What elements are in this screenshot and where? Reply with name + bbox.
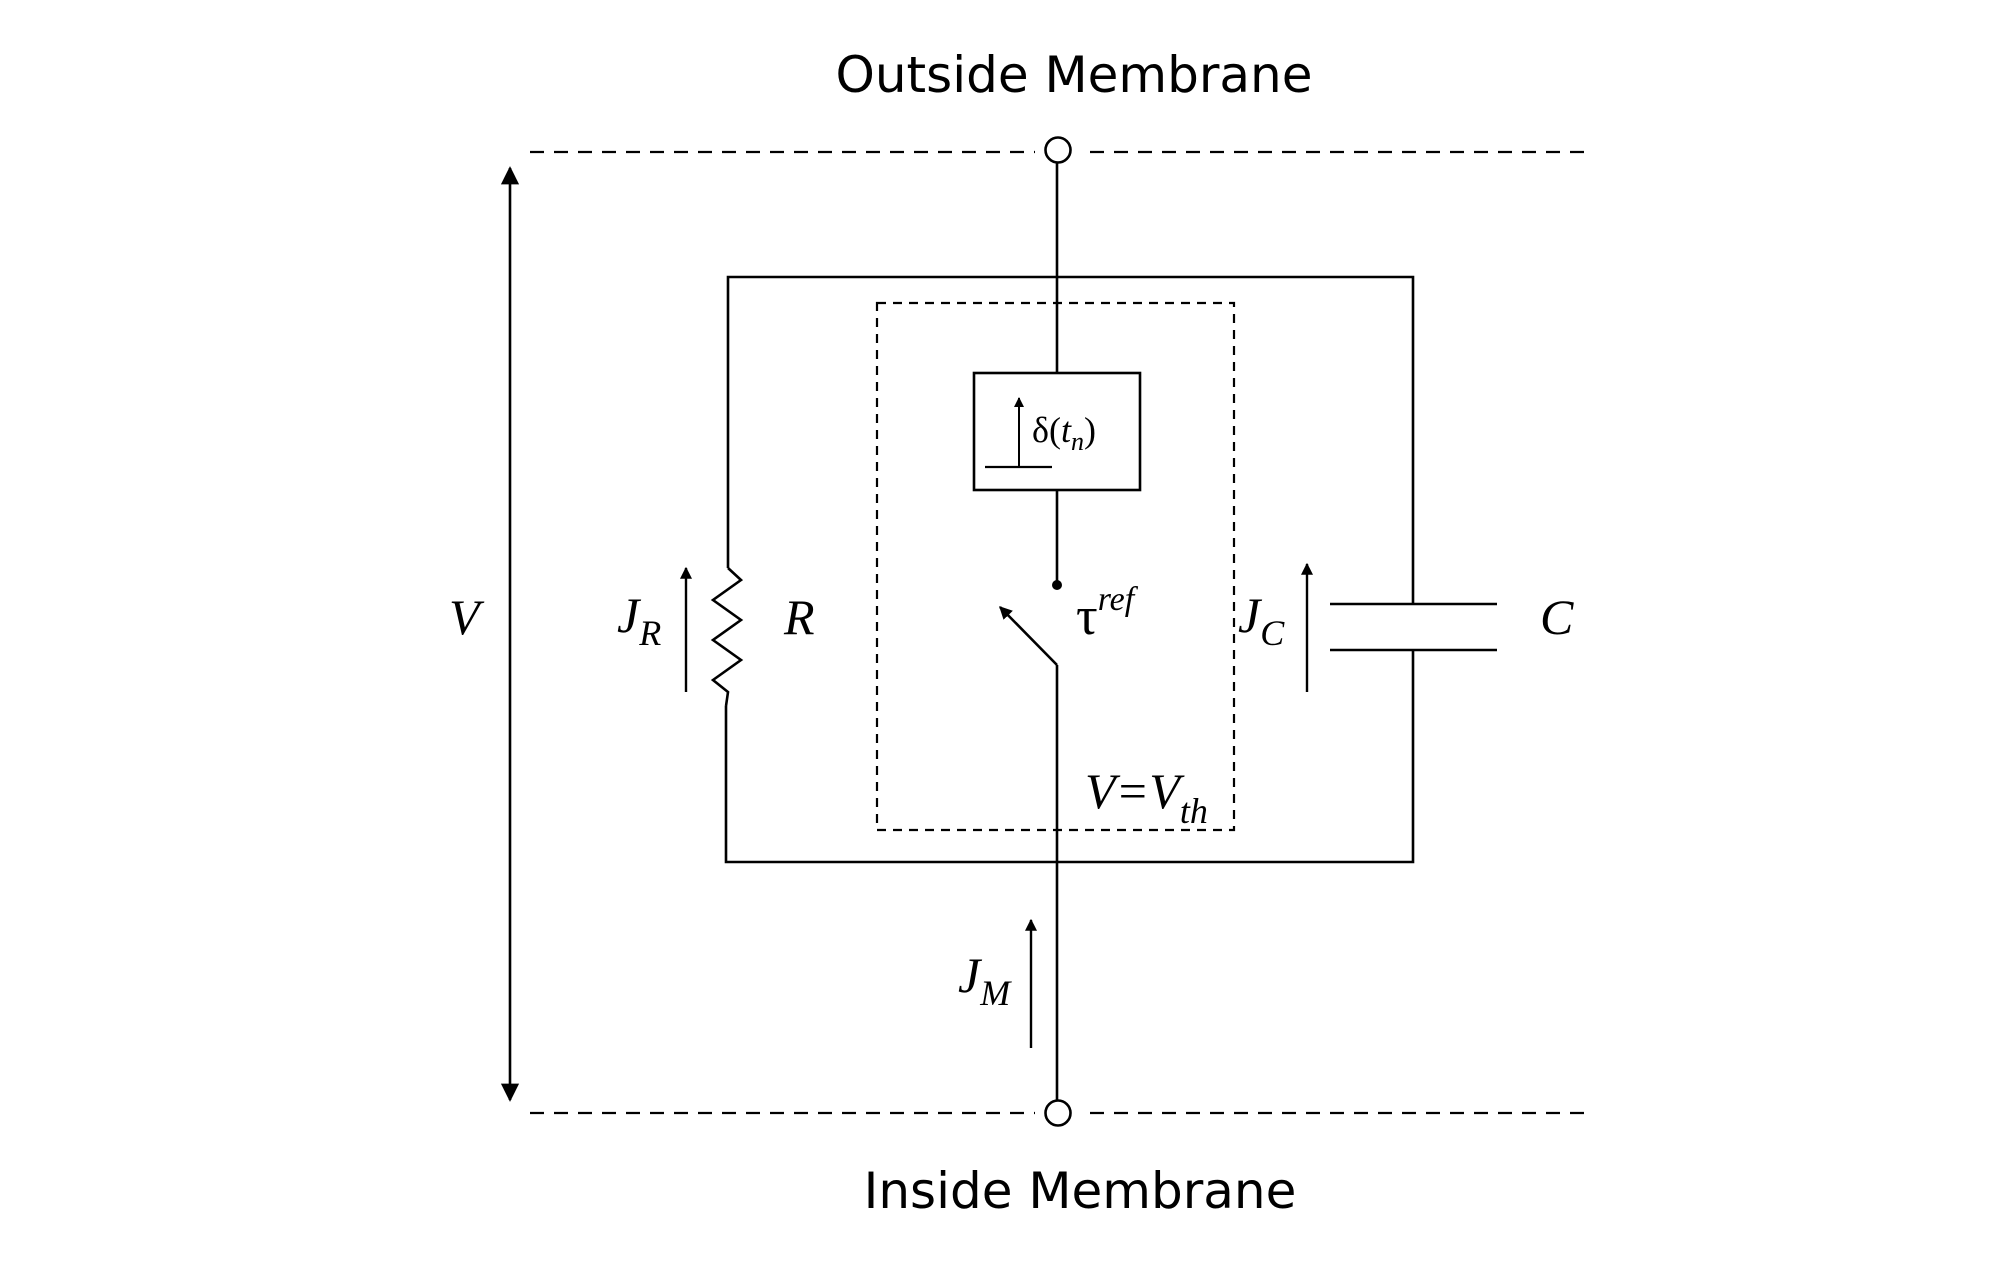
capacitor-label: C — [1540, 589, 1574, 645]
jc-label: JC — [1238, 587, 1285, 653]
jm-label: JM — [958, 947, 1012, 1013]
resistor-symbol — [710, 567, 744, 707]
jr-label: JR — [617, 587, 661, 653]
inside-membrane-label: Inside Membrane — [864, 1162, 1297, 1220]
reset-mechanism-box — [875, 301, 1236, 832]
refractory-period-label: τref — [1076, 581, 1139, 646]
circuit-bottom-wire — [724, 650, 1415, 864]
circuit-top-wire — [726, 275, 1415, 604]
outside-terminal — [1044, 136, 1072, 164]
refractory-switch — [999, 606, 1058, 666]
threshold-label: V=Vth — [1085, 763, 1208, 831]
inside-terminal — [1044, 1099, 1072, 1127]
switch-contact-dot — [1052, 580, 1062, 590]
outside-membrane-label: Outside Membrane — [836, 46, 1313, 104]
delta-pulse-label: δ(tn) — [1032, 410, 1096, 456]
delta-pulse-box — [972, 371, 1142, 492]
resistor-label: R — [783, 589, 815, 645]
voltage-label: V — [449, 589, 485, 645]
